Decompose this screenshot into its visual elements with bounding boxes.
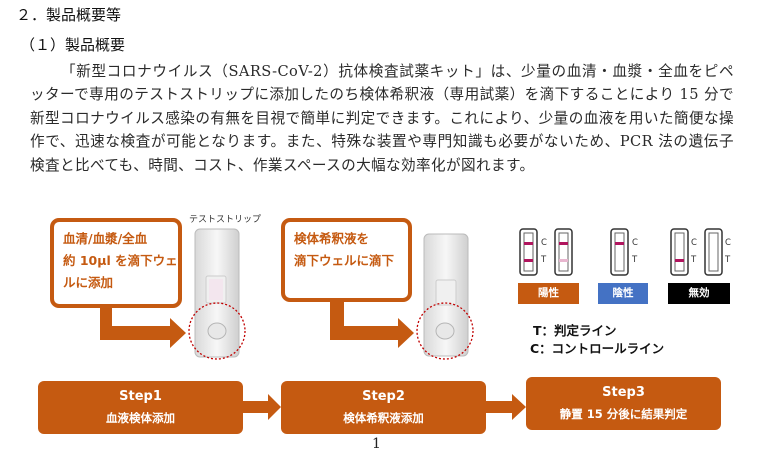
step-title: Step1	[119, 389, 162, 404]
well-highlight-2	[416, 302, 474, 360]
step-1: Step1 血液検体添加	[38, 381, 243, 434]
callout-line: 滴下ウェルに滴下	[294, 253, 395, 268]
step-description: 血液検体添加	[106, 411, 175, 425]
invalid-badge: 無効	[668, 283, 730, 304]
step-description: 検体希釈液添加	[343, 411, 424, 425]
well-highlight-1	[188, 302, 246, 360]
c-mark: C	[632, 238, 638, 248]
c-mark: C	[541, 238, 547, 248]
callout-line: 血清/血漿/全血	[63, 231, 148, 246]
step2-to-step3-arrow	[486, 394, 526, 420]
legend-c-line: C：コントロールライン	[530, 341, 665, 356]
test-strip-label: テストストリップ	[189, 215, 262, 225]
step-title: Step3	[602, 385, 645, 400]
page-number: 1	[372, 436, 381, 452]
callout2-arrow	[330, 302, 414, 348]
t-mark: T	[691, 255, 697, 265]
callout-blood-sample: 血清/血漿/全血 約 10μl を滴下ウェ ルに添加	[50, 218, 182, 308]
step-3: Step3 静置 15 分後に結果判定	[526, 377, 721, 430]
result-positive-strips	[519, 228, 573, 276]
t-mark: T	[632, 255, 638, 265]
test-strip-2	[416, 233, 474, 360]
section-heading: ２．製品概要等	[16, 6, 122, 24]
positive-badge: 陽性	[518, 283, 579, 304]
test-strip-1	[188, 228, 246, 360]
c-mark: C	[691, 238, 697, 248]
c-mark: C	[725, 238, 731, 248]
callout-line: ルに添加	[63, 275, 114, 290]
callout-line: 約 10μl を滴下ウェ	[63, 253, 178, 268]
negative-badge: 陰性	[598, 283, 648, 304]
product-description: 「新型コロナウイルス（SARS-CoV-2）抗体検査試薬キット」は、少量の血清・…	[30, 63, 734, 174]
t-mark: T	[541, 255, 547, 265]
callout1-arrow	[100, 308, 186, 348]
result-negative-strip	[610, 228, 629, 276]
step-description: 静置 15 分後に結果判定	[559, 407, 688, 421]
subsection-heading: （１）製品概要	[20, 36, 126, 54]
step-title: Step2	[362, 389, 405, 404]
step-2: Step2 検体希釈液添加	[281, 381, 486, 434]
callout-diluent: 検体希釈液を 滴下ウェルに滴下	[281, 218, 412, 302]
t-mark: T	[725, 255, 731, 265]
step1-to-step2-arrow	[243, 394, 281, 420]
callout-line: 検体希釈液を	[294, 231, 370, 246]
result-invalid-strips	[670, 228, 723, 276]
legend-t-line: T：判定ライン	[533, 323, 617, 338]
